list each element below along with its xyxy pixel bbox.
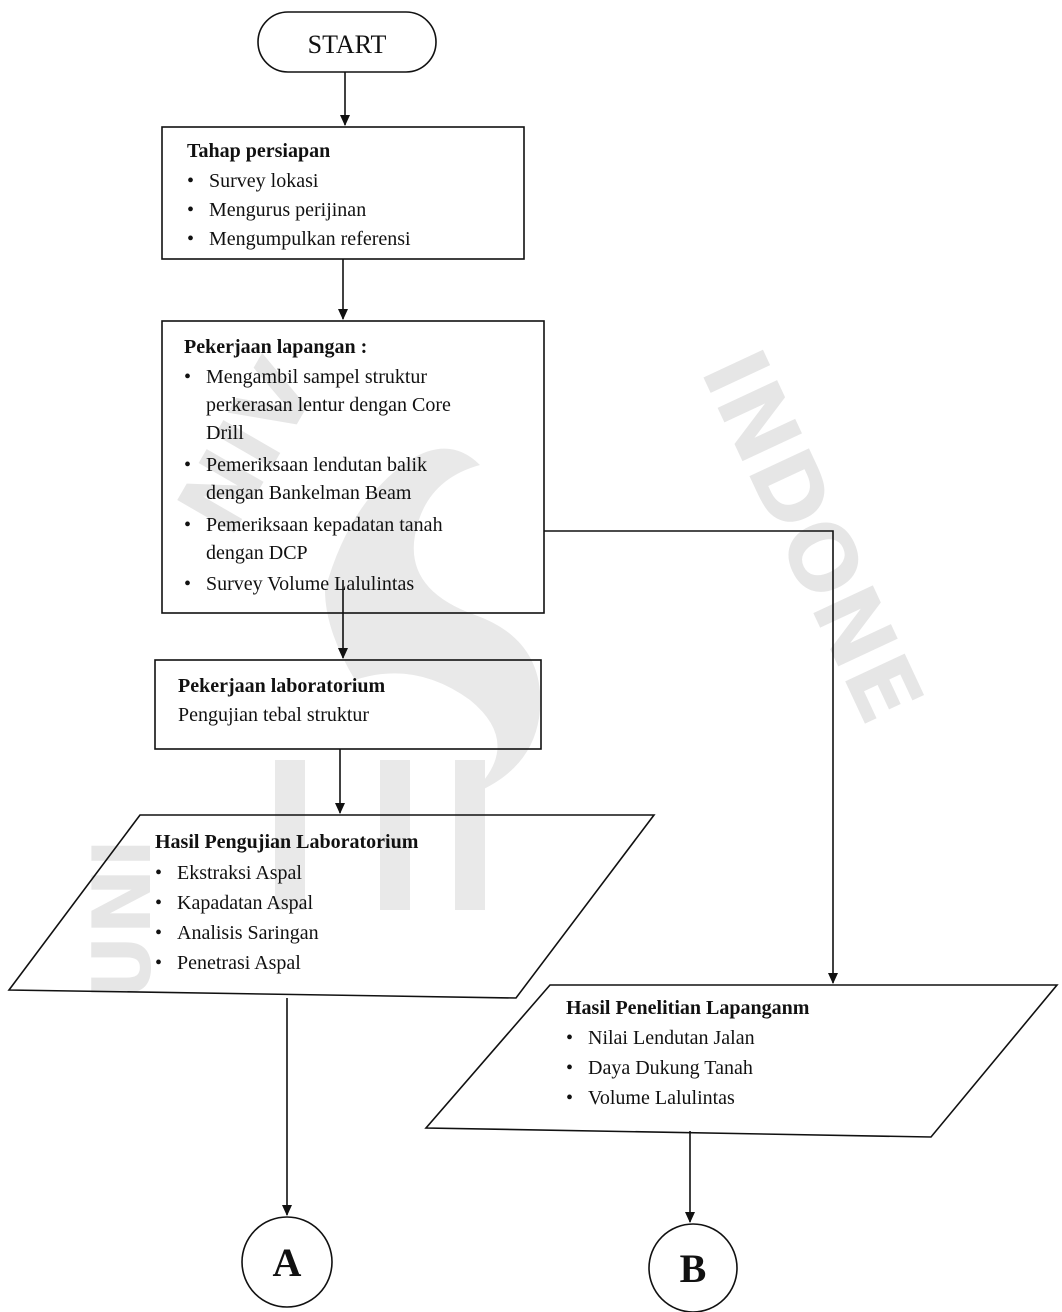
preparation-item: Mengurus perijinan bbox=[209, 199, 366, 221]
field-work-item: Pemeriksaan kepadatan tanah bbox=[206, 514, 443, 536]
connector-a: A bbox=[241, 1216, 333, 1308]
laboratory-line: Pengujian tebal struktur bbox=[178, 704, 369, 726]
start-label: START bbox=[308, 30, 387, 59]
preparation-item: Survey lokasi bbox=[209, 170, 319, 192]
bullet: • bbox=[155, 952, 162, 974]
preparation-item: Mengumpulkan referensi bbox=[209, 228, 411, 250]
field-results-item: Nilai Lendutan Jalan bbox=[588, 1027, 755, 1049]
preparation-box: Tahap persiapan • Survey lokasi • Mengur… bbox=[161, 126, 525, 260]
bullet: • bbox=[187, 199, 194, 221]
field-work-item: perkerasan lentur dengan Core bbox=[206, 394, 451, 416]
connector-b: B bbox=[648, 1223, 738, 1312]
bullet: • bbox=[187, 228, 194, 250]
svg-text:INDONE: INDONE bbox=[680, 335, 943, 739]
field-work-item: dengan DCP bbox=[206, 542, 308, 564]
bullet: • bbox=[566, 1057, 573, 1079]
field-results-item: Daya Dukung Tanah bbox=[588, 1057, 753, 1079]
bullet: • bbox=[155, 922, 162, 944]
bullet: • bbox=[155, 892, 162, 914]
field-work-box: Pekerjaan lapangan : • Mengambil sampel … bbox=[161, 320, 545, 614]
field-work-item: Drill bbox=[206, 422, 244, 444]
field-work-item: Survey Volume Lalulintas bbox=[206, 573, 414, 595]
field-work-item: dengan Bankelman Beam bbox=[206, 482, 412, 504]
field-results-item: Volume Lalulintas bbox=[588, 1087, 735, 1109]
connector-a-label: A bbox=[273, 1240, 302, 1285]
bullet: • bbox=[184, 366, 191, 388]
bullet: • bbox=[184, 514, 191, 536]
bullet: • bbox=[187, 170, 194, 192]
field-work-title: Pekerjaan lapangan : bbox=[184, 336, 367, 358]
svg-text:UNI: UNI bbox=[76, 838, 169, 1000]
field-work-item: Mengambil sampel struktur bbox=[206, 366, 427, 388]
lab-results-item: Penetrasi Aspal bbox=[177, 952, 301, 974]
laboratory-box: Pekerjaan laboratorium Pengujian tebal s… bbox=[154, 659, 542, 750]
start-terminator: START bbox=[257, 11, 437, 73]
bullet: • bbox=[566, 1087, 573, 1109]
lab-results-item: Kapadatan Aspal bbox=[177, 892, 314, 914]
connector-b-label: B bbox=[680, 1246, 707, 1291]
bullet: • bbox=[566, 1027, 573, 1049]
laboratory-title: Pekerjaan laboratorium bbox=[178, 675, 386, 697]
bullet: • bbox=[184, 573, 191, 595]
lab-results-item: Ekstraksi Aspal bbox=[177, 862, 302, 884]
field-results-parallelogram: Hasil Penelitian Lapanganm • Nilai Lendu… bbox=[424, 984, 1059, 1138]
preparation-title: Tahap persiapan bbox=[187, 140, 330, 162]
lab-results-title: Hasil Pengujian Laboratorium bbox=[155, 831, 419, 853]
bullet: • bbox=[184, 454, 191, 476]
field-results-title: Hasil Penelitian Lapanganm bbox=[566, 997, 810, 1019]
lab-results-item: Analisis Saringan bbox=[177, 922, 319, 944]
lab-results-parallelogram: Hasil Pengujian Laboratorium • Ekstraksi… bbox=[7, 814, 656, 999]
bullet: • bbox=[155, 862, 162, 884]
field-work-item: Pemeriksaan lendutan balik bbox=[206, 454, 427, 476]
arrow-field-work-to-field-results bbox=[544, 530, 838, 984]
